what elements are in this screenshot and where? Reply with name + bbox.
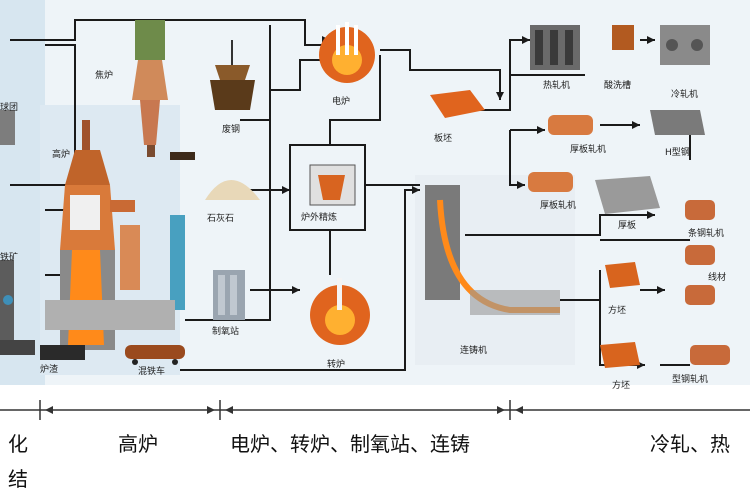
converter [310, 278, 370, 345]
label-hot-strip-mill: 热轧机 [543, 81, 571, 91]
label-section-mill: 型钢轧机 [672, 375, 709, 385]
stage-sinter-part2: 结 [8, 467, 28, 491]
coke-oven [132, 20, 195, 160]
label-converter: 转炉 [327, 360, 346, 370]
label-steel-plate: 厚板 [618, 221, 637, 231]
cold-rolling-mill [660, 25, 710, 65]
limestone-pile [205, 180, 260, 200]
stage-axis-arrows [45, 406, 523, 414]
label-wire-mill: 线材 [708, 273, 727, 283]
torpedo-car [125, 345, 185, 365]
stage-steelmaking: 电炉、转炉、制氧站、连铸 [230, 432, 470, 456]
label-blast-furnace: 高炉 [52, 150, 71, 160]
plate-mill-stand [548, 115, 593, 135]
label-plate-mill-lower: 厚板轧机 [540, 201, 577, 211]
label-oxygen-plant: 制氧站 [212, 327, 240, 337]
blast-furnace [40, 120, 185, 360]
steel-plate [595, 176, 660, 214]
h-beam [650, 110, 705, 135]
label-secondary-refining: 炉外精炼 [301, 213, 338, 223]
electric-furnace [319, 22, 375, 83]
continuous-caster [425, 185, 560, 315]
label-scrap: 废钢 [222, 125, 241, 135]
stage-sinter-part1: 化 [8, 432, 28, 456]
rolling-stands [685, 200, 730, 365]
pickling-tank [612, 25, 634, 50]
oxygen-plant [213, 270, 245, 320]
label-pellet: 球团 [0, 103, 19, 113]
label-continuous-caster: 连铸机 [460, 346, 488, 356]
flow-arrows [71, 36, 665, 369]
label-bloom: 方坯 [608, 306, 627, 316]
label-slag: 炉渣 [40, 365, 59, 375]
label-electric-furnace: 电炉 [332, 97, 351, 107]
label-h-beam: H型钢 [665, 148, 690, 158]
sinter-equipment [0, 110, 35, 355]
label-pickling: 酸洗槽 [604, 81, 632, 91]
label-cold-rolling-mill: 冷轧机 [671, 90, 699, 100]
stage-axis [0, 400, 750, 420]
label-slab: 板坯 [434, 134, 453, 144]
stage-rolling: 冷轧、热 [650, 432, 730, 456]
plate-mill [528, 172, 573, 192]
label-bar-mill: 条钢轧机 [688, 229, 725, 239]
label-coke-oven: 焦炉 [95, 71, 114, 81]
label-torpedo-car: 混铁车 [138, 367, 166, 377]
stage-blast-furnace: 高炉 [118, 432, 158, 456]
hot-strip-mill [530, 25, 580, 70]
slab [430, 90, 485, 118]
label-plate-mill-upper: 厚板轧机 [570, 145, 607, 155]
billets [600, 262, 640, 368]
label-ore: 铁矿 [0, 253, 19, 263]
label-limestone: 石灰石 [207, 214, 235, 224]
secondary-refining [309, 164, 356, 206]
label-billet: 方坯 [612, 381, 631, 391]
scrap-magnet [210, 40, 255, 110]
